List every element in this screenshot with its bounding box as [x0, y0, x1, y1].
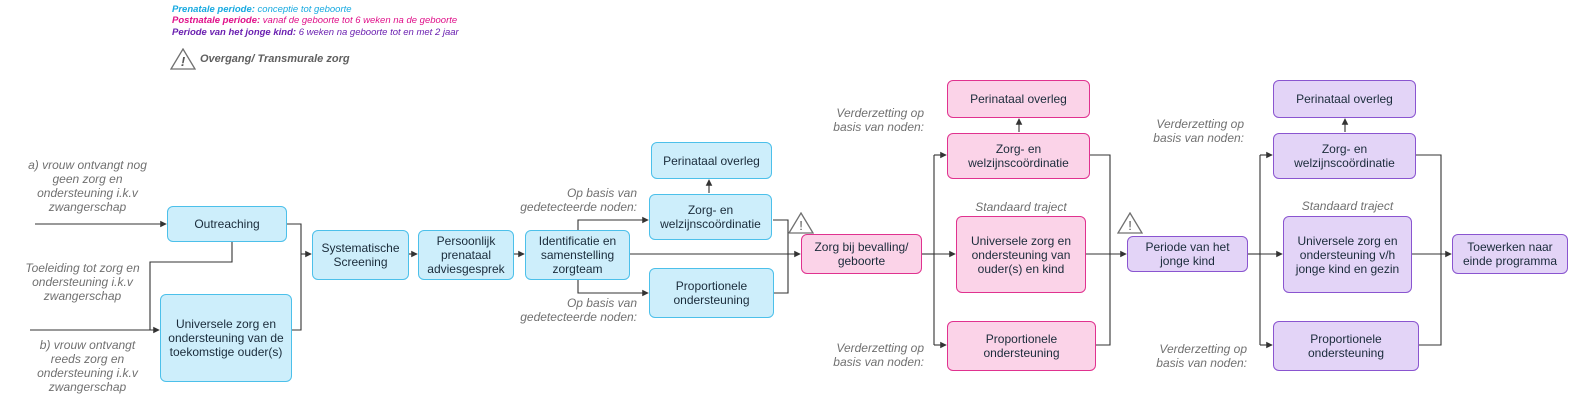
label-op-basis-van-noden-bottom: Op basis van gedetecteerde noden: — [520, 296, 637, 324]
node-perinataal-overleg-postnataal[interactable]: Perinataal overleg — [947, 80, 1090, 118]
legend-postnatal-label: Postnatale periode: — [172, 15, 261, 26]
svg-text:!: ! — [799, 218, 803, 233]
warning-icon: ! — [170, 48, 196, 70]
svg-text:!: ! — [181, 54, 186, 69]
legend-child-label: Periode van het jonge kind: — [172, 27, 297, 38]
legend-postnatal: Postnatale periode: vanaf de geboorte to… — [172, 15, 457, 26]
label-verderzetting-kind-top: Verderzetting op basis van noden: — [1153, 117, 1244, 145]
legend-postnatal-text: vanaf de geboorte tot 6 weken na de gebo… — [260, 15, 458, 26]
label-vrouw-b: b) vrouw ontvangt reeds zorg en onderste… — [37, 338, 138, 394]
label-op-basis-van-noden-top: Op basis van gedetecteerde noden: — [520, 186, 637, 214]
warning-icon: ! — [1117, 212, 1143, 234]
node-outreaching[interactable]: Outreaching — [167, 206, 287, 242]
label-standaard-traject-postnataal: Standaard traject — [975, 200, 1067, 214]
svg-text:!: ! — [1128, 218, 1132, 233]
legend-transmural: ! Overgang/ Transmurale zorg — [170, 48, 350, 70]
label-verderzetting-postnataal-top: Verderzetting op basis van noden: — [833, 106, 924, 134]
label-vrouw-a: a) vrouw ontvangt nog geen zorg en onder… — [28, 158, 147, 214]
label-verderzetting-postnataal-bottom: Verderzetting op basis van noden: — [833, 341, 924, 369]
node-universele-zorg-kind[interactable]: Universele zorg en ondersteuning v/h jon… — [1283, 216, 1412, 293]
legend-transmural-text: Overgang/ Transmurale zorg — [200, 53, 350, 65]
node-einde-programma[interactable]: Toewerken naar einde programma — [1452, 234, 1568, 274]
label-toeleiding: Toeleiding tot zorg en ondersteuning i.k… — [25, 261, 140, 303]
label-verderzetting-kind-bottom: Verderzetting op basis van noden: — [1156, 342, 1247, 370]
node-proportionele-ondersteuning-prenataal[interactable]: Proportionele ondersteuning — [649, 268, 774, 318]
legend-child-text: 6 weken na geboorte tot en met 2 jaar — [296, 27, 459, 38]
node-coordinatie-postnataal[interactable]: Zorg- en welzijnscoördinatie — [947, 133, 1090, 179]
node-zorgteam[interactable]: Identificatie en samenstelling zorgteam — [525, 230, 630, 280]
node-systematische-screening[interactable]: Systematische Screening — [312, 230, 409, 280]
legend-child: Periode van het jonge kind: 6 weken na g… — [172, 27, 459, 38]
node-coordinatie-kind[interactable]: Zorg- en welzijnscoördinatie — [1273, 133, 1416, 179]
node-universele-zorg-prenataal[interactable]: Universele zorg en ondersteuning van de … — [160, 294, 292, 382]
node-zorg-bij-bevalling[interactable]: Zorg bij bevalling/ geboorte — [801, 234, 922, 274]
label-standaard-traject-kind: Standaard traject — [1301, 199, 1394, 213]
warning-icon: ! — [788, 212, 814, 234]
legend-prenatal-label: Prenatale periode: — [172, 4, 255, 15]
legend-prenatal-text: conceptie tot geboorte — [254, 4, 352, 15]
node-perinataal-overleg-kind[interactable]: Perinataal overleg — [1273, 80, 1416, 118]
node-proportionele-ondersteuning-postnataal[interactable]: Proportionele ondersteuning — [947, 321, 1096, 371]
node-periode-jonge-kind[interactable]: Periode van het jonge kind — [1127, 236, 1248, 272]
node-perinataal-overleg-prenataal[interactable]: Perinataal overleg — [651, 142, 772, 179]
node-coordinatie-prenataal[interactable]: Zorg- en welzijnscoördinatie — [649, 194, 772, 240]
node-prenataal-adviesgesprek[interactable]: Persoonlijk prenataal adviesgesprek — [418, 230, 514, 280]
node-proportionele-ondersteuning-kind[interactable]: Proportionele ondersteuning — [1273, 321, 1419, 371]
node-universele-zorg-postnataal[interactable]: Universele zorg en ondersteuning van oud… — [956, 216, 1086, 293]
legend-prenatal: Prenatale periode: conceptie tot geboort… — [172, 4, 352, 15]
